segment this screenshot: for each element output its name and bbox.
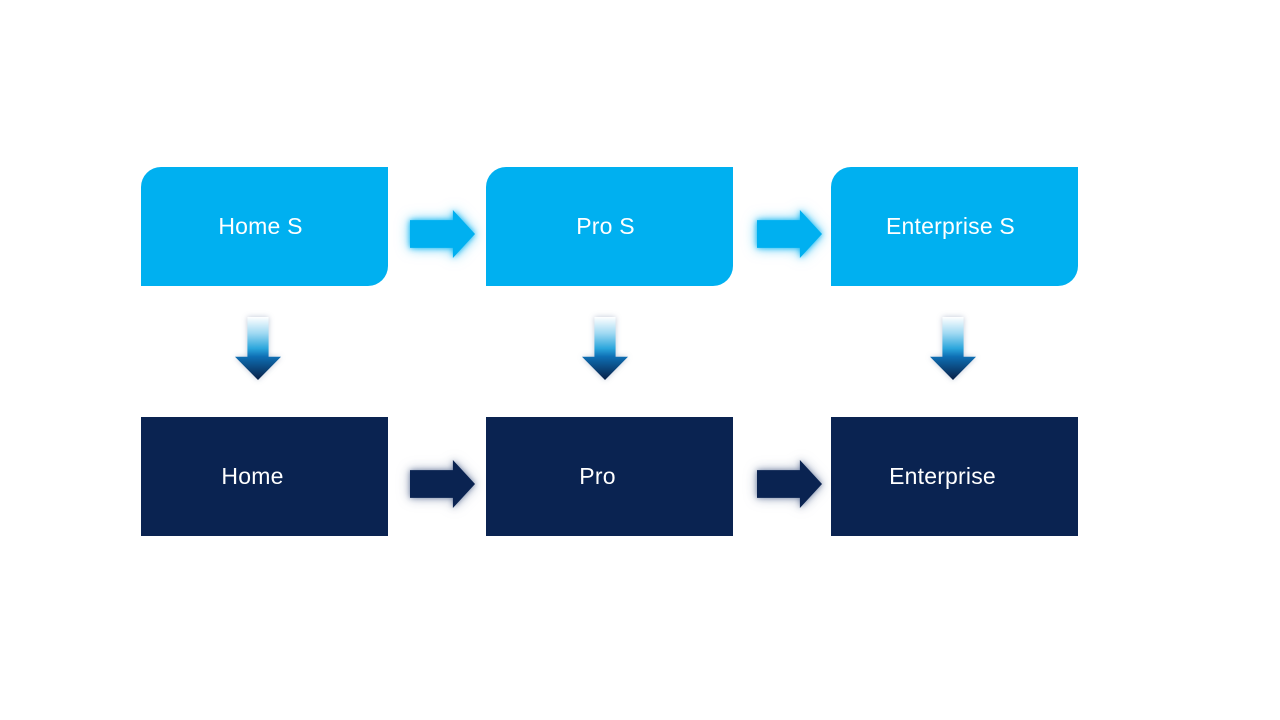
right-arrow-icon-top-2 xyxy=(757,210,822,258)
box-enterprise-label: Enterprise xyxy=(889,463,996,489)
box-pro-label: Pro xyxy=(579,463,616,489)
box-pro: Pro xyxy=(486,417,733,536)
box-pro-s: Pro S xyxy=(486,167,733,286)
right-arrow-icon-bottom-2 xyxy=(757,460,822,508)
box-home-label: Home xyxy=(221,463,284,489)
box-enterprise: Enterprise xyxy=(831,417,1078,536)
box-enterprise-s-label: Enterprise S xyxy=(886,213,1015,239)
right-arrow-shape xyxy=(410,210,475,258)
box-pro-s-label: Pro S xyxy=(576,213,635,239)
right-arrow-shape xyxy=(410,460,475,508)
down-arrow-icon-1 xyxy=(235,317,281,380)
down-arrow-shape xyxy=(235,317,281,380)
box-home-s-label: Home S xyxy=(218,213,303,239)
right-arrow-shape xyxy=(757,460,822,508)
box-home-s: Home S xyxy=(141,167,388,286)
right-arrow-icon-bottom-1 xyxy=(410,460,475,508)
box-home: Home xyxy=(141,417,388,536)
right-arrow-shape xyxy=(757,210,822,258)
box-enterprise-s: Enterprise S xyxy=(831,167,1078,286)
right-arrow-icon-top-1 xyxy=(410,210,475,258)
down-arrow-icon-3 xyxy=(930,317,976,380)
down-arrow-shape xyxy=(930,317,976,380)
down-arrow-icon-2 xyxy=(582,317,628,380)
down-arrow-shape xyxy=(582,317,628,380)
